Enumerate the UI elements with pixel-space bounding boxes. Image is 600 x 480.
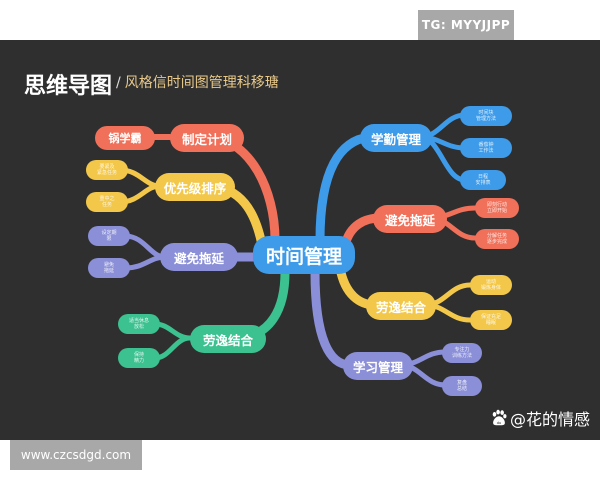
subtitle-text: 风格信时间图管理科移瑭: [124, 75, 279, 91]
leaf-learn-1[interactable]: 专注力 训练方法: [442, 343, 482, 363]
leaf-learn-2[interactable]: 复盘 总结: [442, 376, 482, 396]
branch-plan[interactable]: 制定计划: [170, 124, 244, 152]
leaf-study-1[interactable]: 时间块 管理方法: [460, 106, 512, 126]
author-name: @花的情感: [509, 410, 590, 429]
branch-avoid-left[interactable]: 避免拖延: [160, 243, 238, 271]
leaf-sublabel: 锻炼身体: [480, 285, 501, 291]
leaf-sublabel: 逐步完成: [486, 239, 507, 245]
leaf-sublabel: 管理方法: [475, 116, 496, 122]
leaf-sublabel: 紧急任务: [96, 170, 117, 176]
leaf-sublabel: 拖延: [103, 268, 114, 274]
leaf-balance-right-2[interactable]: 保证充足 睡眠: [470, 310, 512, 330]
leaf-balance-left-1[interactable]: 适当休息 放松: [118, 314, 160, 334]
watermark-bottom: www.czcsdgd.com: [10, 440, 142, 470]
leaf-sublabel: 精力: [133, 358, 144, 364]
leaf-sublabel: 任务: [101, 202, 112, 208]
leaf-priority-1[interactable]: 要紧及 紧急任务: [86, 160, 128, 180]
leaf-label: 运动: [485, 279, 496, 285]
leaf-sublabel: 训练方法: [451, 353, 472, 359]
page-subtitle: /风格信时间图管理科移瑭: [116, 72, 279, 92]
leaf-label: 复盘: [456, 380, 467, 386]
branch-priority[interactable]: 优先级排序: [155, 173, 235, 201]
leaf-sublabel: 工作法: [478, 148, 494, 154]
leaf-study-2[interactable]: 番茄钟 工作法: [460, 138, 512, 158]
branch-balance-right[interactable]: 劳逸结合: [366, 292, 436, 320]
branch-study[interactable]: 学勤管理: [360, 124, 432, 152]
leaf-label: 时间块: [478, 110, 494, 116]
watermark-top: TG: MYYJJPP: [418, 10, 514, 40]
page-title: 思维导图: [24, 74, 113, 99]
baidu-paw-icon: du: [492, 409, 507, 426]
center-node[interactable]: 时间管理: [253, 236, 355, 274]
leaf-avoid-left-2[interactable]: 避免 拖延: [88, 258, 130, 278]
leaf-study-3[interactable]: 日程 安排表: [460, 170, 506, 190]
leaf-label: 分解任务: [486, 233, 507, 239]
leaf-balance-left-2[interactable]: 保持 精力: [118, 348, 160, 368]
leaf-sublabel: 立即开始: [486, 208, 507, 214]
title-separator: /: [116, 75, 121, 91]
leaf-label: 日程: [477, 174, 488, 180]
leaf-plan-1[interactable]: 锅学霸: [95, 126, 155, 150]
leaf-avoid-left-1[interactable]: 设定期 限: [88, 226, 130, 246]
leaf-sublabel: 总结: [456, 386, 467, 392]
branch-balance-left[interactable]: 劳逸结合: [190, 325, 266, 353]
author-credit: du @花的情感: [490, 406, 590, 430]
leaf-avoid-right-1[interactable]: 即刻行动 立即开始: [475, 198, 519, 218]
leaf-label: 要紧及: [99, 164, 115, 170]
leaf-sublabel: 安排表: [475, 180, 491, 186]
leaf-label: 重中之: [99, 196, 115, 202]
leaf-label: 保证充足: [480, 314, 501, 320]
leaf-label: 番茄钟: [478, 142, 494, 148]
branch-avoid-right[interactable]: 避免拖延: [373, 205, 447, 233]
leaf-label: 设定期: [101, 230, 117, 236]
leaf-priority-2[interactable]: 重中之 任务: [86, 192, 128, 212]
leaf-sublabel: 睡眠: [485, 320, 496, 326]
mind-map-canvas: 思维导图 /风格信时间图管理科移瑭 时间管理 制定计划 锅学霸 优先级排序 要紧…: [0, 40, 600, 440]
leaf-sublabel: 放松: [133, 324, 144, 330]
leaf-avoid-right-2[interactable]: 分解任务 逐步完成: [475, 229, 519, 249]
leaf-label: 保持: [133, 352, 144, 358]
leaf-sublabel: 限: [106, 236, 112, 242]
leaf-label: 专注力: [454, 347, 470, 353]
leaf-balance-right-1[interactable]: 运动 锻炼身体: [470, 275, 512, 295]
branch-learn[interactable]: 学习管理: [343, 352, 413, 380]
leaf-label: 即刻行动: [486, 202, 507, 208]
svg-text:du: du: [497, 420, 501, 425]
leaf-label: 避免: [103, 262, 114, 268]
leaf-label: 适当休息: [128, 318, 149, 324]
